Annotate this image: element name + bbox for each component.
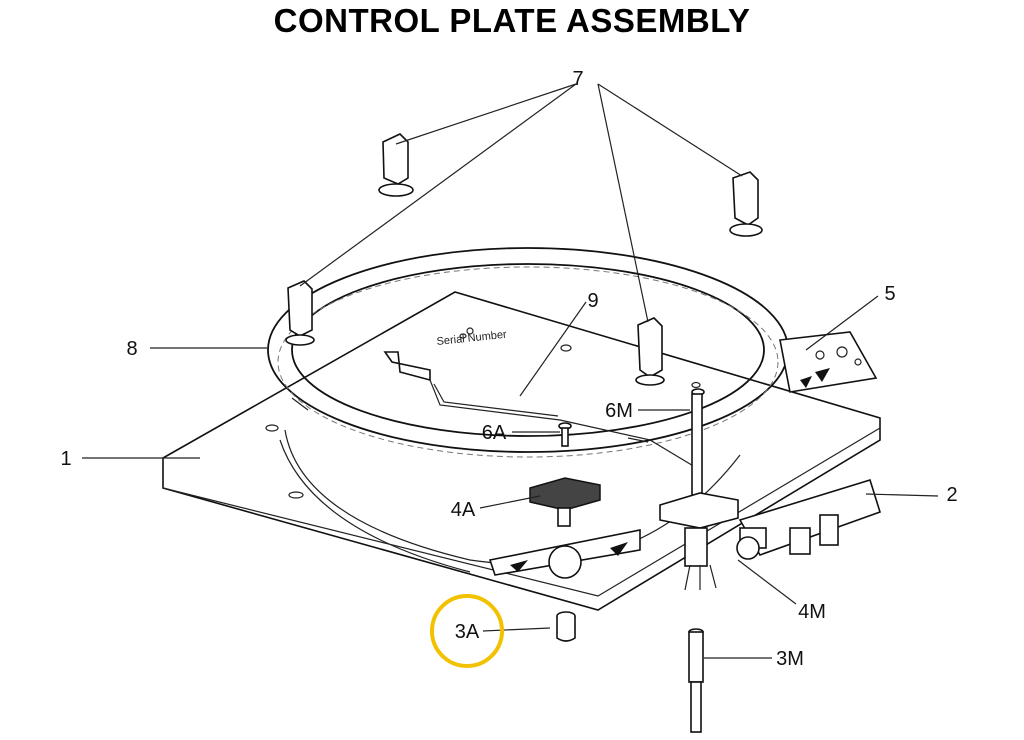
callout-3A: 3A xyxy=(455,621,480,643)
callout-4M: 4M xyxy=(798,601,826,623)
callout-1: 1 xyxy=(60,448,71,470)
knob-4M xyxy=(659,492,739,567)
front-decals xyxy=(488,529,641,579)
diagram-title: CONTROL PLATE ASSEMBLY xyxy=(273,2,751,39)
callout-5: 5 xyxy=(884,283,895,305)
knob-4A xyxy=(529,477,601,527)
screw-6A xyxy=(558,422,572,447)
circuit-board xyxy=(684,479,881,591)
highlight-circle xyxy=(430,594,504,668)
leader-lines xyxy=(82,83,939,659)
callout-7: 7 xyxy=(572,68,583,90)
clip-ring-left xyxy=(285,280,315,346)
clip-top-right xyxy=(729,171,763,237)
callout-4A: 4A xyxy=(451,499,476,521)
sleeve-3A xyxy=(556,611,576,642)
callout-6A: 6A xyxy=(482,422,507,444)
callout-2: 2 xyxy=(946,484,957,506)
callout-6M: 6M xyxy=(605,400,633,422)
callout-3M: 3M xyxy=(776,648,804,670)
callout-8: 8 xyxy=(126,338,137,360)
clip-top-left xyxy=(378,133,414,197)
shaft-3M xyxy=(688,628,704,733)
panel-part-5 xyxy=(779,331,878,393)
clip-ring-right xyxy=(635,317,665,386)
callout-9: 9 xyxy=(587,290,598,312)
rod-6M xyxy=(691,388,705,503)
